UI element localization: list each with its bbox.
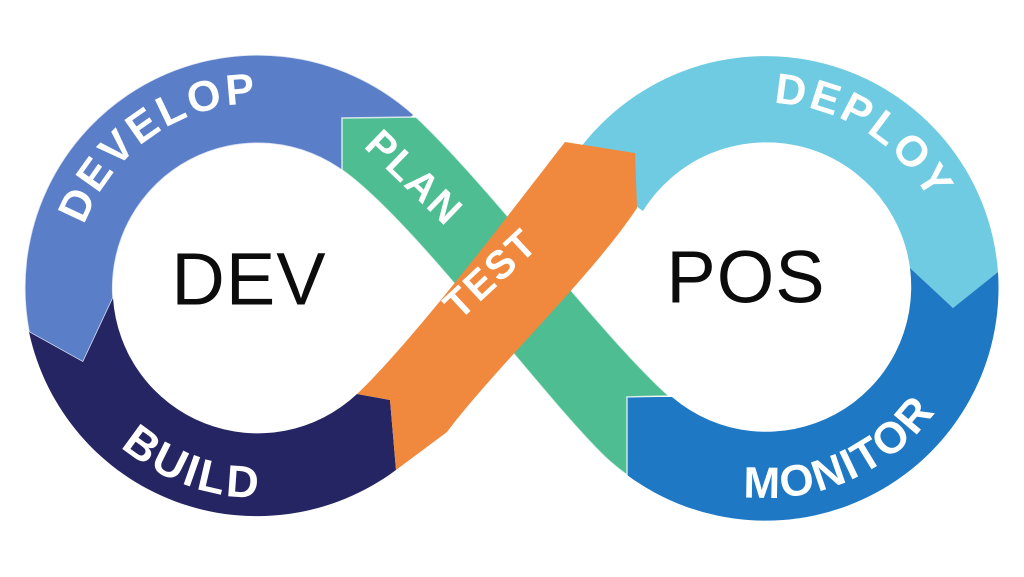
monitor-arc-segment <box>627 268 999 521</box>
pos-center-label: POS <box>666 236 825 319</box>
develop-arc-segment <box>24 54 416 364</box>
dev-center-label: DEV <box>171 238 326 321</box>
test-band <box>357 142 637 470</box>
deploy-arc-segment <box>571 56 998 308</box>
build-arc-segment <box>29 298 396 517</box>
